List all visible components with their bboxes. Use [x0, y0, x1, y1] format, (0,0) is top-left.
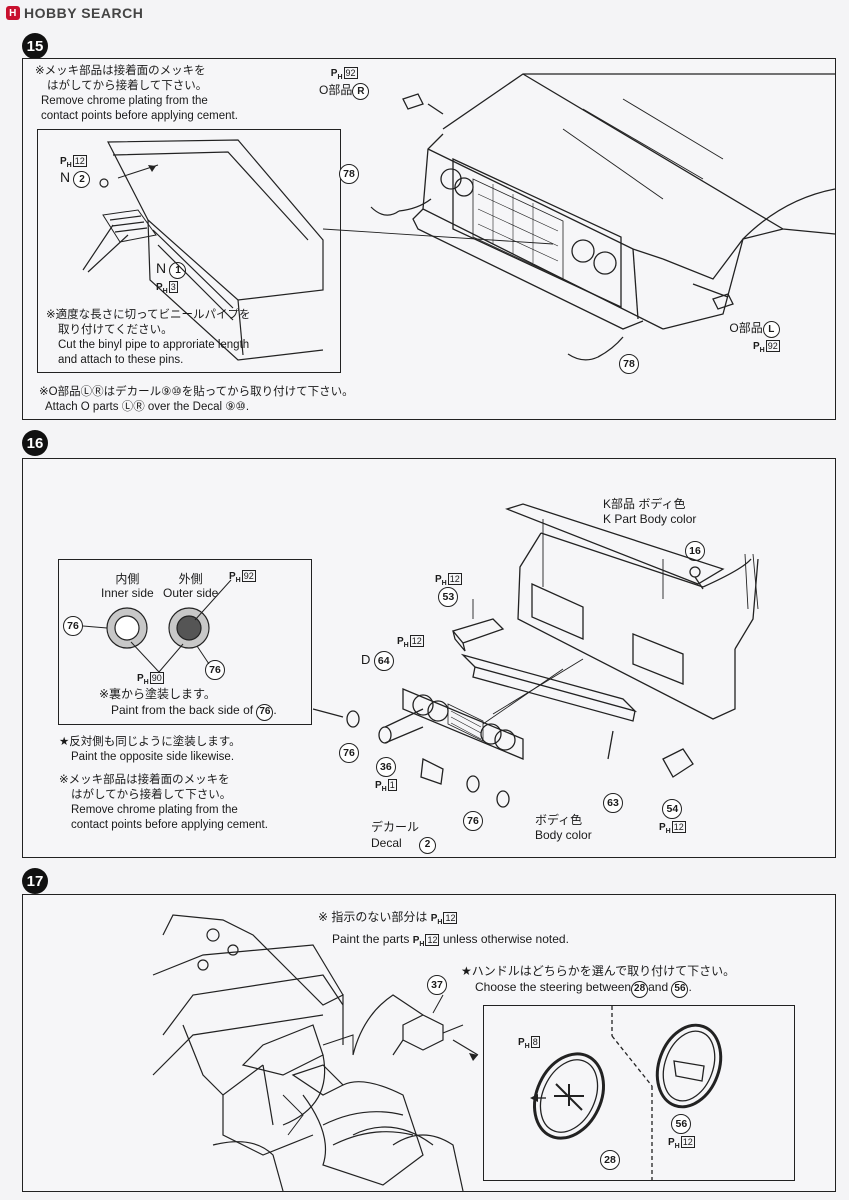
- watermark-text: HOBBY SEARCH: [24, 5, 144, 21]
- pipe-note: ※適度な長さに切ってビニールパイプを 取り付けてください。 Cut the bi…: [46, 309, 251, 366]
- grille-part-drawing: [82, 139, 324, 361]
- part-78-top: 78: [339, 164, 359, 184]
- part-76-b: 76: [463, 811, 483, 831]
- decal-label: デカール Decal 2: [371, 819, 437, 854]
- hobby-search-logo-icon: H: [6, 6, 20, 20]
- watermark: H HOBBY SEARCH: [6, 5, 143, 21]
- step-15-panel: ※メッキ部品は接着面のメッキを はがしてから接着して下さい。 Remove ch…: [22, 58, 836, 420]
- part-63: 63: [603, 793, 623, 813]
- part-76-a: 76: [339, 743, 359, 763]
- step-17-badge: 17: [22, 868, 48, 894]
- steering-choice-note: ★ハンドルはどちらかを選んで取り付けて下さい。 Choose the steer…: [461, 963, 735, 998]
- car-front-drawing: [322, 73, 836, 361]
- wheel-left-num: 28: [600, 1150, 620, 1170]
- rear-panel-drawing: [312, 503, 759, 808]
- step-16-badge: 16: [22, 430, 48, 456]
- chrome-note: ※メッキ部品は接着面のメッキを はがしてから接着して下さい。 Remove ch…: [35, 65, 238, 122]
- lens-rings-drawing: [82, 579, 232, 673]
- opposite-side-note: ★反対側も同じように塗装します。 Paint the opposite side…: [59, 736, 241, 763]
- steering-wheels-drawing: [530, 1006, 723, 1180]
- decal-note: ※O部品ⓁⓇはデカール⑨⑩を貼ってから取り付けて下さい。 Attach O pa…: [39, 386, 354, 413]
- part-76-inset-b: 76: [205, 660, 225, 680]
- part-d64: D 64: [361, 651, 394, 671]
- chrome-note-16: ※メッキ部品は接着面のメッキを はがしてから接着して下さい。 Remove ch…: [59, 774, 268, 831]
- part-78-bottom: 78: [619, 354, 639, 374]
- step-15-badge: 15: [22, 33, 48, 59]
- part-76-inset-a: 76: [63, 616, 83, 636]
- part-37: 37: [427, 975, 447, 995]
- paint-back-note: ※裏から塗装します。 Paint from the back side of 7…: [99, 686, 277, 721]
- dashboard-interior-drawing: [152, 914, 479, 1192]
